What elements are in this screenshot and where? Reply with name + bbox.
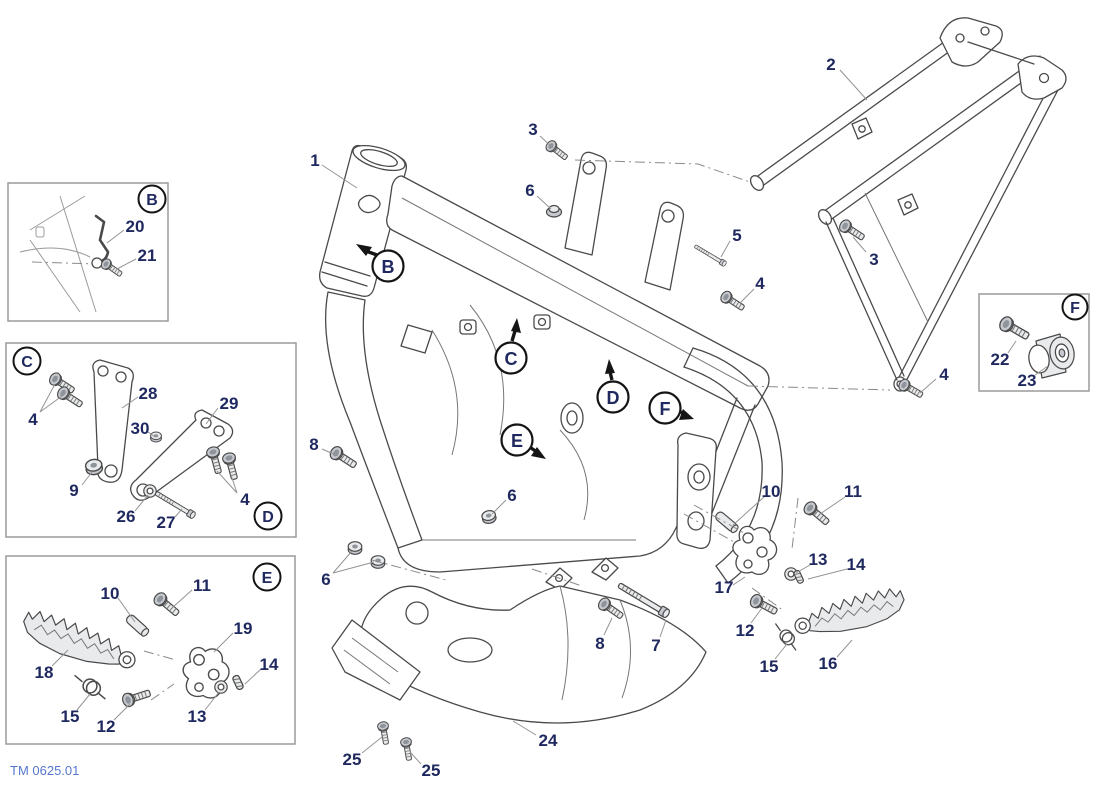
part-label-6[interactable]: 6: [507, 486, 516, 505]
view-callout-c[interactable]: C: [494, 318, 528, 375]
washer-icon: [143, 484, 157, 498]
part-label-11[interactable]: 11: [193, 576, 211, 595]
part-label-6[interactable]: 6: [525, 181, 534, 200]
detail-box-e: E 10 11 19 18 14 15 12 13: [5, 555, 296, 745]
view-callout-d[interactable]: D: [596, 359, 630, 414]
alignment-lines: [371, 159, 891, 612]
bolt-icon: [896, 376, 926, 402]
part-label-17[interactable]: 17: [715, 578, 734, 597]
bolt-icon: [801, 498, 833, 529]
part-label-7[interactable]: 7: [651, 636, 660, 655]
part-label-16[interactable]: 16: [819, 654, 838, 673]
footpeg-icon: [791, 586, 908, 637]
part-label-29[interactable]: 29: [220, 394, 239, 413]
part-label-23[interactable]: 23: [1018, 371, 1037, 390]
detail-box-f: F 22 23: [978, 293, 1090, 392]
part-label-25[interactable]: 25: [422, 761, 441, 780]
bolt-icon: [543, 138, 571, 164]
part-label-24[interactable]: 24: [539, 731, 558, 750]
svg-text:D: D: [607, 388, 620, 408]
part-label-26[interactable]: 26: [117, 507, 136, 526]
part-label-1[interactable]: 1: [310, 151, 319, 170]
bracket-icon: [732, 525, 778, 576]
part-label-11[interactable]: 11: [844, 482, 862, 501]
view-callout-e[interactable]: E: [500, 423, 547, 460]
bolt-icon: [718, 288, 748, 314]
bracket-strap-icon: [92, 359, 134, 483]
frame-drawing: [319, 144, 783, 591]
part-label-4[interactable]: 4: [240, 490, 250, 509]
part-label-14[interactable]: 14: [260, 655, 279, 674]
bolt-icon: [836, 217, 868, 244]
part-label-4[interactable]: 4: [755, 274, 765, 293]
part-label-12[interactable]: 12: [736, 621, 755, 640]
svg-text:B: B: [382, 257, 395, 277]
roller-icon: [1028, 333, 1075, 379]
doc-ref: TM 0625.01: [10, 763, 79, 778]
part-label-20[interactable]: 20: [126, 217, 145, 236]
part-label-15[interactable]: 15: [61, 707, 80, 726]
part-label-25[interactable]: 25: [343, 750, 362, 769]
part-label-12[interactable]: 12: [97, 717, 116, 736]
part-label-19[interactable]: 19: [234, 619, 253, 638]
part-label-22[interactable]: 22: [991, 350, 1010, 369]
washer-icon: [214, 680, 228, 694]
svg-text:E: E: [511, 431, 523, 451]
bolt-icon: [327, 443, 360, 472]
part-label-4[interactable]: 4: [939, 365, 949, 384]
part-label-4[interactable]: 4: [28, 410, 38, 429]
leader-lines: [321, 69, 937, 765]
part-labels-main: 1 2 3 6 5 4 3 4 8 6 6 10 11 17 13 14 12 …: [309, 55, 949, 780]
wire-clamp-icon: [91, 214, 110, 269]
part-label-13[interactable]: 13: [188, 707, 207, 726]
part-label-3[interactable]: 3: [869, 250, 878, 269]
part-label-30[interactable]: 30: [131, 419, 150, 438]
detail-letter-d[interactable]: D: [262, 509, 274, 526]
skidplate-drawing: [331, 585, 707, 724]
nut-icon: [150, 431, 162, 443]
part-label-8[interactable]: 8: [595, 634, 604, 653]
part-label-10[interactable]: 10: [101, 584, 120, 603]
detail-letter-f[interactable]: F: [1070, 300, 1080, 317]
part-label-15[interactable]: 15: [760, 657, 779, 676]
bolt-icon: [376, 720, 393, 746]
view-callout-f[interactable]: F: [648, 391, 695, 425]
part-label-27[interactable]: 27: [157, 513, 176, 532]
part-label-18[interactable]: 18: [35, 663, 54, 682]
detail-box-b: B 20 21: [7, 182, 169, 322]
svg-text:F: F: [660, 399, 671, 419]
svg-text:C: C: [505, 349, 518, 369]
part-label-13[interactable]: 13: [809, 550, 828, 569]
part-label-9[interactable]: 9: [69, 481, 78, 500]
part-label-21[interactable]: 21: [138, 246, 157, 265]
detail-letter-c[interactable]: C: [21, 354, 33, 371]
part-label-8[interactable]: 8: [309, 435, 318, 454]
part-label-2[interactable]: 2: [826, 55, 835, 74]
detail-letter-e[interactable]: E: [262, 570, 273, 587]
part-label-10[interactable]: 10: [762, 482, 781, 501]
part-label-6[interactable]: 6: [321, 570, 330, 589]
bracket-strap-icon: [130, 409, 234, 501]
detail-box-cd: C D 4 28 30 29 9 26 27 4: [5, 342, 297, 538]
view-callouts: B C D E F: [356, 244, 694, 459]
subframe-drawing: [749, 17, 1067, 392]
part-label-5[interactable]: 5: [732, 226, 741, 245]
part-label-28[interactable]: 28: [139, 384, 158, 403]
bolt-icon: [399, 736, 416, 762]
part-label-3[interactable]: 3: [528, 120, 537, 139]
view-callout-b[interactable]: B: [356, 244, 405, 283]
detail-letter-b[interactable]: B: [146, 192, 158, 209]
part-label-14[interactable]: 14: [847, 555, 866, 574]
